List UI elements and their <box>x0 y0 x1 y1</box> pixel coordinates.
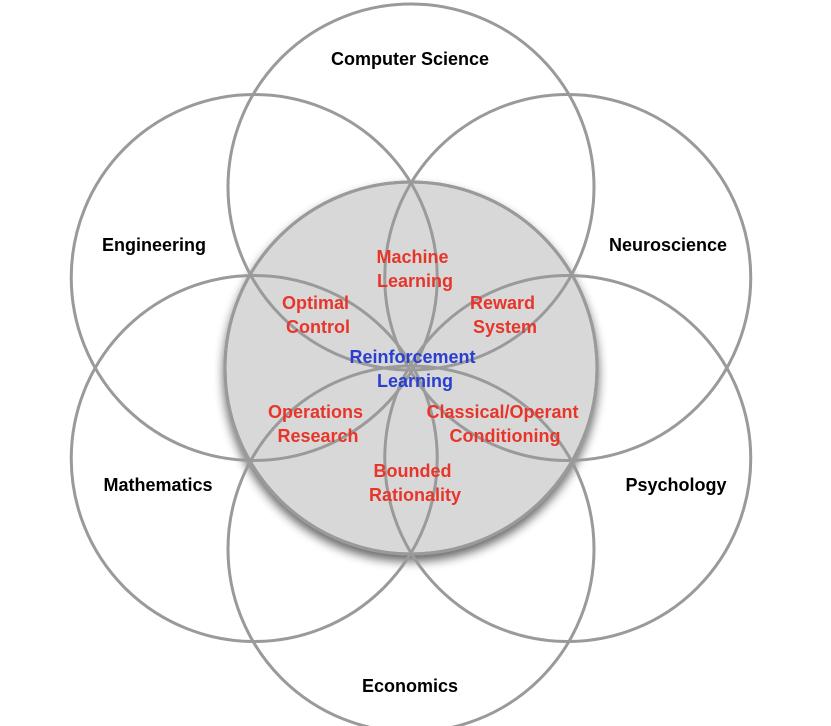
circle-engineering <box>69 93 439 462</box>
label-operations-research: Operations Research <box>268 402 368 446</box>
label-bounded-rationality: Bounded Rationality <box>369 461 461 505</box>
central-circle-outline <box>223 180 599 556</box>
label-optimal-control: Optimal Control <box>282 293 354 337</box>
label-reinforcement-learning: Reinforcement Learning <box>349 347 480 391</box>
label-machine-learning: Machine Learning <box>376 247 453 291</box>
label-economics: Economics <box>362 676 458 696</box>
circle-mathematics <box>69 274 439 643</box>
label-psychology: Psychology <box>625 475 726 495</box>
label-classical-operant-conditioning: Classical/Operant Conditioning <box>426 402 583 446</box>
label-engineering: Engineering <box>102 235 206 255</box>
label-mathematics: Mathematics <box>103 475 212 495</box>
label-neuroscience: Neuroscience <box>609 235 727 255</box>
circle-neuroscience <box>383 93 753 462</box>
label-reward-system: Reward System <box>470 293 540 337</box>
label-computer-science: Computer Science <box>331 49 489 69</box>
